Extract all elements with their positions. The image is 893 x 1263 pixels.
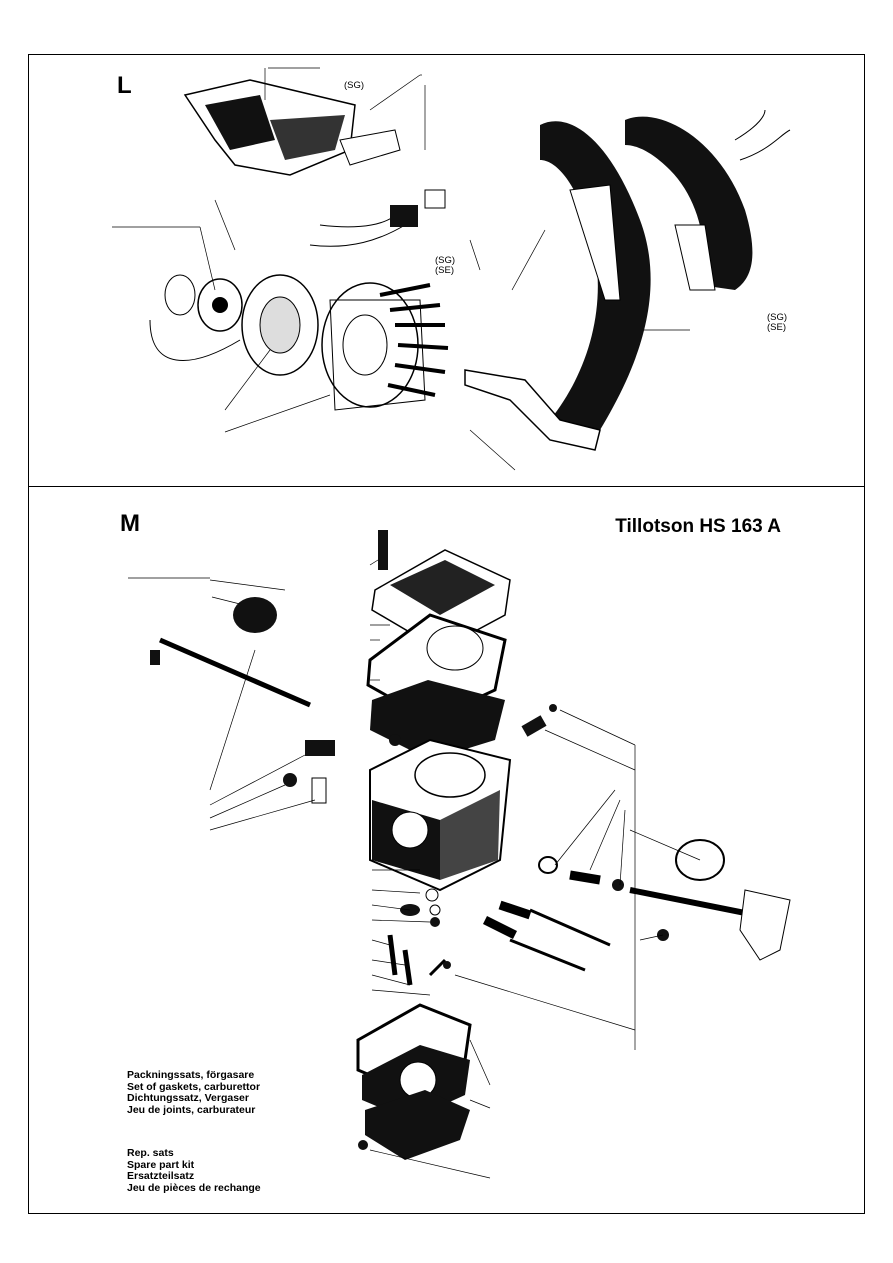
page-frame	[28, 54, 865, 1214]
section-m-letter: M	[120, 510, 140, 537]
front-handle-drawing	[464, 109, 791, 451]
label-se-left: (SE)	[435, 265, 454, 276]
flywheel-drawing	[164, 274, 449, 411]
label-sg-left: (SG)	[435, 255, 456, 266]
connector-cap-drawing	[424, 189, 446, 209]
ignition-bracket-drawing	[183, 79, 401, 176]
leader-lines-m	[128, 559, 701, 1179]
connector-drawing	[390, 205, 418, 227]
gasket-kit-line: Jeu de joints, carburateur	[127, 1103, 256, 1116]
spare-kit-line: Spare part kit	[127, 1158, 195, 1171]
diaphragm-stack-drawing	[356, 1003, 472, 1160]
small-parts-drawing	[283, 704, 669, 986]
throttle-shaft-drawing	[150, 597, 791, 961]
section-divider	[28, 486, 865, 487]
leader-lines-l	[112, 67, 690, 471]
spare-kit-line: Jeu de pièces de rechange	[127, 1181, 261, 1194]
spare-kit-line: Ersatzteilsatz	[127, 1170, 195, 1182]
label-sg-right: (SG)	[767, 312, 788, 323]
gasket-kit-line: Dichtungssatz, Vergaser	[127, 1092, 249, 1104]
carburettor-body-drawing	[369, 738, 512, 892]
spare-kit-caption: Rep. sats Spare part kit Ersatzteilsatz …	[127, 1147, 261, 1194]
gasket-kit-line: Set of gaskets, carburettor	[127, 1080, 261, 1093]
label-se-right: (SE)	[767, 322, 786, 333]
carburettor-title: Tillotson HS 163 A	[615, 516, 781, 537]
gasket-kit-line: Packningssats, förgasare	[127, 1069, 255, 1081]
gasket-kit-caption: Packningssats, förgasare Set of gaskets,…	[127, 1069, 261, 1116]
section-l-letter: L	[117, 72, 132, 99]
label-sg-top: (SG)	[344, 80, 365, 91]
spare-kit-line: Rep. sats	[127, 1147, 174, 1159]
gasket-stack-drawing	[366, 613, 507, 760]
carburettor-cover-drawing	[371, 530, 511, 651]
